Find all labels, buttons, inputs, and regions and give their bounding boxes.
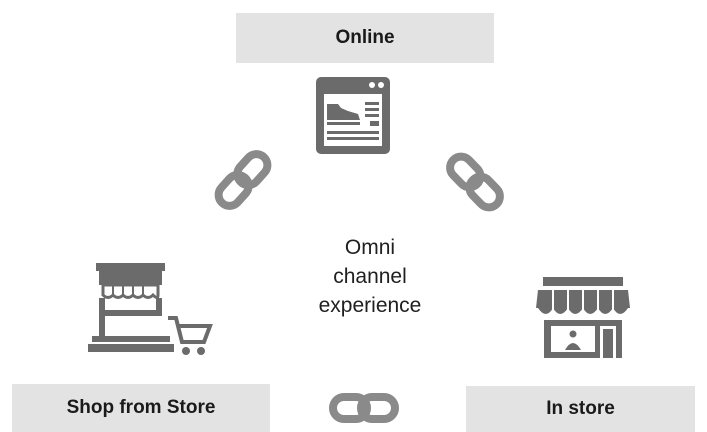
storefront-cart-icon <box>88 263 213 355</box>
center-text: Omni channel experience <box>290 233 450 320</box>
awning-shop-icon <box>536 277 630 358</box>
chain-link-icon-bottom <box>333 397 395 419</box>
online-label: Online <box>236 13 494 63</box>
center-line-3: experience <box>318 294 422 317</box>
chain-link-icon-left <box>214 150 272 211</box>
online-label-text: Online <box>335 27 395 48</box>
in-store-label-text: In store <box>546 398 615 419</box>
in-store-label: In store <box>466 386 695 432</box>
chain-link-icon-right <box>446 152 505 212</box>
shop-from-store-label: Shop from Store <box>12 384 270 432</box>
center-line-1: Omni <box>344 236 396 259</box>
browser-shoe-icon <box>316 77 390 154</box>
center-line-2: channel <box>333 265 407 288</box>
shop-from-store-label-text: Shop from Store <box>66 397 216 418</box>
